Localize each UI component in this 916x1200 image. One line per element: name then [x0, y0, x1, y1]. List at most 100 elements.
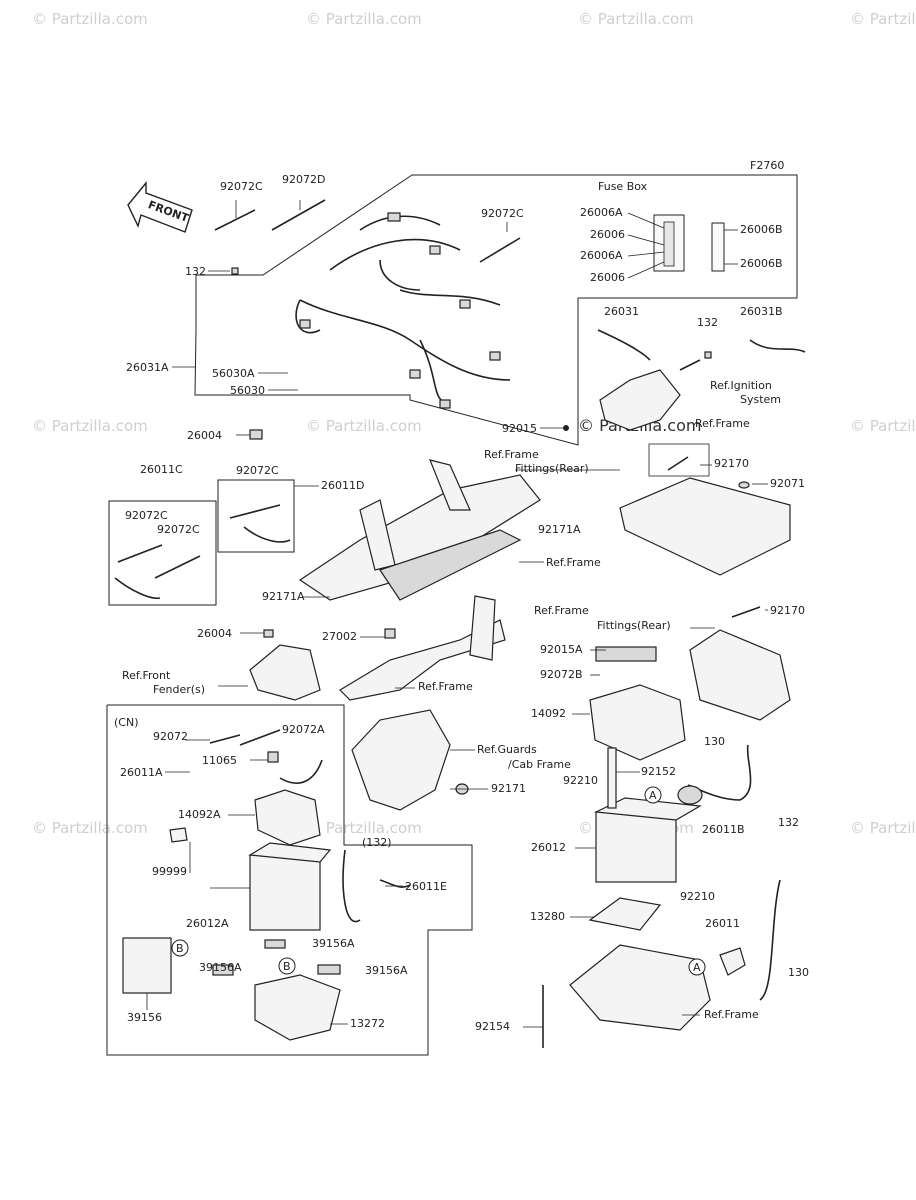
- callout-43: 26011A: [120, 766, 163, 779]
- watermark-6: © Partzilla.com: [306, 417, 422, 435]
- callout-59: 13280: [530, 910, 565, 923]
- callout-38: 14092: [531, 707, 566, 720]
- callout-40: 92072: [153, 730, 188, 743]
- rear-fittings-lower: [689, 606, 791, 721]
- callout-61: 39156A: [199, 961, 242, 974]
- callout-10: 132: [697, 316, 718, 329]
- callout-20: 26011C: [140, 463, 183, 476]
- callout-46: 92171: [491, 782, 526, 795]
- fuse-label-3: 26006A: [580, 249, 623, 262]
- callout-47: 130: [704, 735, 725, 748]
- fuse-label-1: 26006A: [580, 206, 623, 219]
- callout-50: 14092A: [178, 808, 221, 821]
- callout-32: Ref.Frame: [418, 680, 473, 693]
- callout-48: 92152: [641, 765, 676, 778]
- circle-b-2: B: [283, 960, 291, 973]
- callout-23: 92072C: [236, 464, 279, 477]
- leader-lines: [146, 464, 768, 1028]
- callout-25: 92171A: [538, 523, 581, 536]
- callout-2: 92072D: [282, 173, 325, 186]
- front-fender: [240, 629, 321, 701]
- frame-member-mid: [339, 595, 506, 701]
- callout-30: Ref.Front: [122, 669, 171, 682]
- callout-29: 27002: [322, 630, 357, 643]
- fuse-label-6: 26006B: [740, 257, 783, 270]
- fuse-label-5: 26006B: [740, 223, 783, 236]
- watermark-8: © Partzilla.com: [32, 819, 148, 837]
- callout-36: 92015A: [540, 643, 583, 656]
- callout-13: System: [740, 393, 781, 406]
- frame-center: [298, 459, 541, 601]
- callout-4: 132: [185, 265, 206, 278]
- callout-14: 92015: [502, 422, 537, 435]
- callout-63: 26011: [705, 917, 740, 930]
- watermark-9: © Partzilla.com: [306, 819, 422, 837]
- callout-33: Ref.Frame: [534, 604, 589, 617]
- rear-fittings-top: [619, 443, 791, 576]
- callout-8: 26004: [187, 429, 222, 442]
- circle-a-1: A: [649, 789, 657, 802]
- callout-52: 26011B: [702, 823, 745, 836]
- callout-6: 56030A: [212, 367, 255, 380]
- callout-60: 39156A: [312, 937, 355, 950]
- callout-39: (CN): [114, 716, 139, 729]
- callout-51: (132): [362, 836, 392, 849]
- callout-16: Ref.Frame: [484, 448, 539, 461]
- callout-labels: 92072C 92072D 92072C 132 26031A 56030A 5…: [114, 173, 809, 1033]
- circle-b-1: B: [176, 942, 184, 955]
- fuse-box-title: Fuse Box: [598, 180, 648, 193]
- watermark-5: © Partzilla.com: [32, 417, 148, 435]
- callout-28: 26004: [197, 627, 232, 640]
- callout-12: Ref.Ignition: [710, 379, 772, 392]
- harness-26011c-d: [108, 479, 295, 606]
- callout-17: Fittings(Rear): [515, 462, 589, 475]
- watermark-2: © Partzilla.com: [306, 10, 422, 28]
- callout-5: 26031A: [126, 361, 169, 374]
- callout-3: 92072C: [481, 207, 524, 220]
- callout-64: 39156: [127, 1011, 162, 1024]
- callout-26: Ref.Frame: [546, 556, 601, 569]
- battery-assembly: [542, 646, 781, 1048]
- callout-37: 92072B: [540, 668, 583, 681]
- fuse-box: Fuse Box 26006A 26006 26006A 26006 26006…: [580, 180, 783, 284]
- callout-19: 92071: [770, 477, 805, 490]
- watermarks: © Partzilla.com © Partzilla.com © Partzi…: [32, 10, 916, 837]
- callout-68: 92154: [475, 1020, 510, 1033]
- callout-21: 92072C: [125, 509, 168, 522]
- circle-callouts: A A B B: [171, 786, 706, 976]
- watermark-1: © Partzilla.com: [32, 10, 148, 28]
- callout-67: Ref.Frame: [704, 1008, 759, 1021]
- callout-41: 92072A: [282, 723, 325, 736]
- callout-1: 92072C: [220, 180, 263, 193]
- watermark-3: © Partzilla.com: [578, 10, 694, 28]
- callout-34: Fittings(Rear): [597, 619, 671, 632]
- callout-9: 26031: [604, 305, 639, 318]
- callout-42: 11065: [202, 754, 237, 767]
- callout-54: 26012: [531, 841, 566, 854]
- circle-a-2: A: [693, 961, 701, 974]
- callout-55: 99999: [152, 865, 187, 878]
- callout-11: 26031B: [740, 305, 783, 318]
- watermark-4: © Partzilla.com: [850, 10, 916, 28]
- figure-code: F2760: [750, 159, 784, 172]
- callout-53: 132: [778, 816, 799, 829]
- callout-58: 26012A: [186, 917, 229, 930]
- callout-57: 92210: [680, 890, 715, 903]
- callout-18: 92170: [714, 457, 749, 470]
- callout-35: 92170: [770, 604, 805, 617]
- callout-31: Fender(s): [153, 683, 205, 696]
- callout-7: 56030: [230, 384, 265, 397]
- callout-65: 13272: [350, 1017, 385, 1030]
- callout-24: 92072C: [157, 523, 200, 536]
- front-arrow-icon: FRONT: [127, 181, 193, 233]
- cab-guard: [351, 709, 469, 811]
- callout-45: /Cab Frame: [508, 758, 571, 771]
- strap-parts-top: [172, 199, 565, 440]
- callout-27: 92171A: [262, 590, 305, 603]
- callout-66: 130: [788, 966, 809, 979]
- cn-box: [106, 704, 473, 1056]
- fuse-label-4: 26006: [590, 271, 625, 284]
- ignition-harness: [563, 329, 806, 431]
- fuse-label-2: 26006: [590, 228, 625, 241]
